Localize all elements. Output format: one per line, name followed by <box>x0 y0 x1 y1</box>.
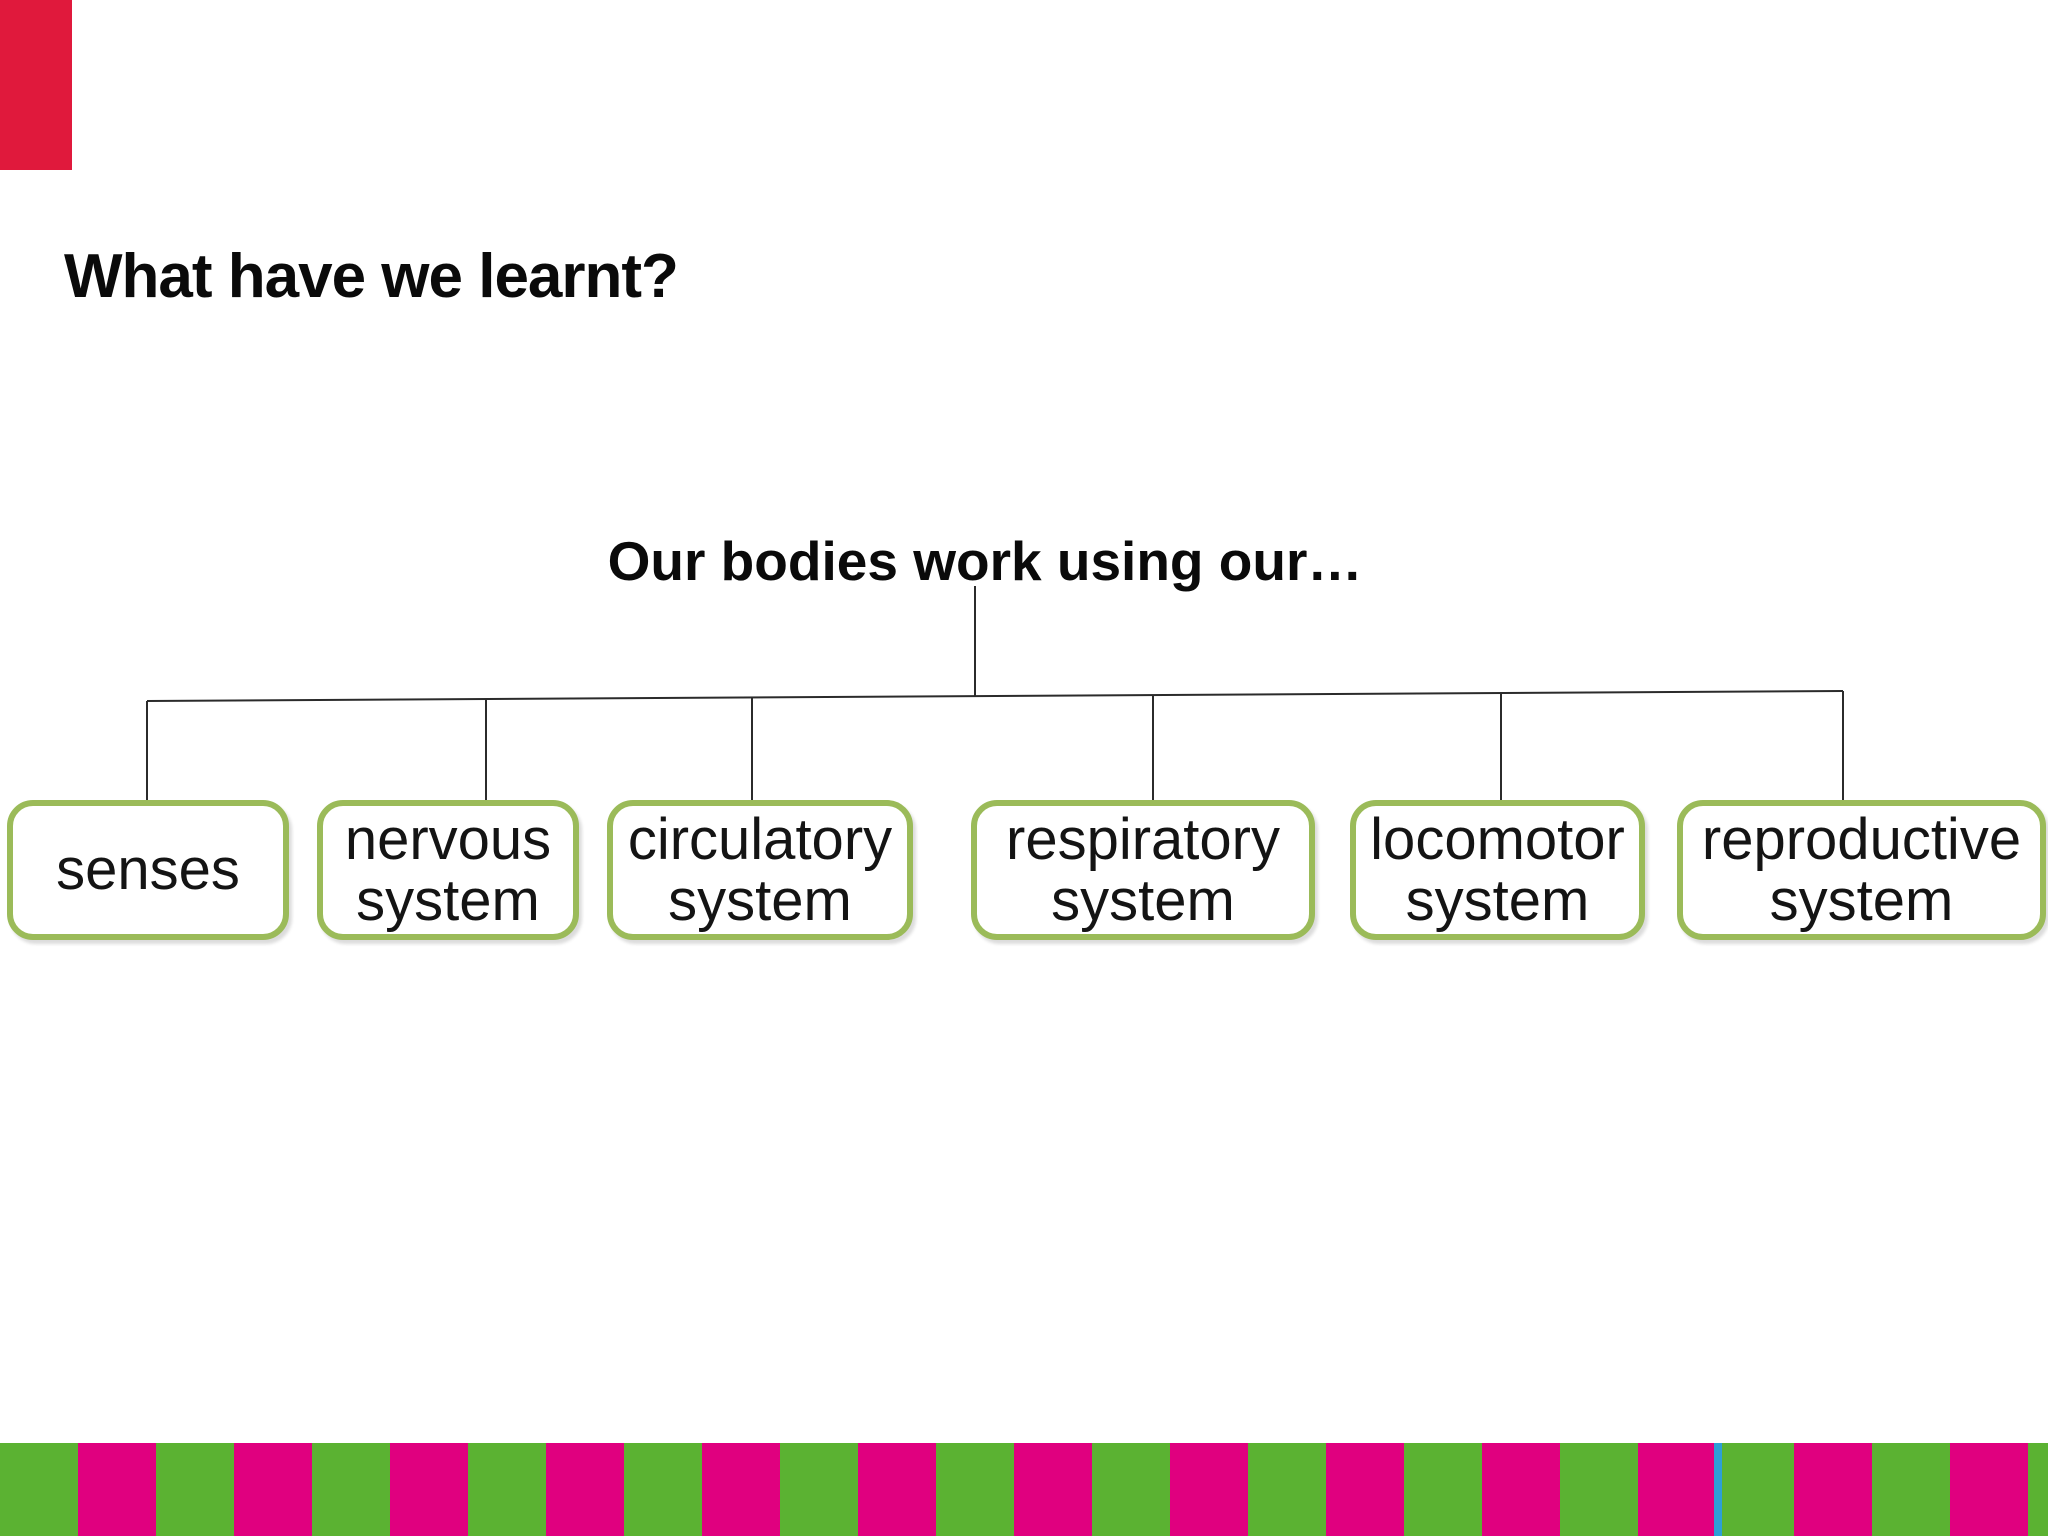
diagram-node-senses: senses <box>7 800 289 940</box>
diagram-node-locomotor-system: locomotor system <box>1350 800 1645 940</box>
diagram-node-reproductive-system: reproductive system <box>1677 800 2046 940</box>
page-title: What have we learnt? <box>64 242 679 311</box>
diagram-root-label: Our bodies work using our… <box>607 530 1363 592</box>
corner-accent-bar <box>0 0 72 170</box>
diagram-node-respiratory-system: respiratory system <box>971 800 1315 940</box>
diagram-node-nervous-system: nervous system <box>317 800 579 940</box>
diagram-node-circulatory-system: circulatory system <box>607 800 913 940</box>
footer-stripe-bar <box>0 1443 2048 1536</box>
footer-stripe-blue-sliver <box>1714 1443 1722 1536</box>
